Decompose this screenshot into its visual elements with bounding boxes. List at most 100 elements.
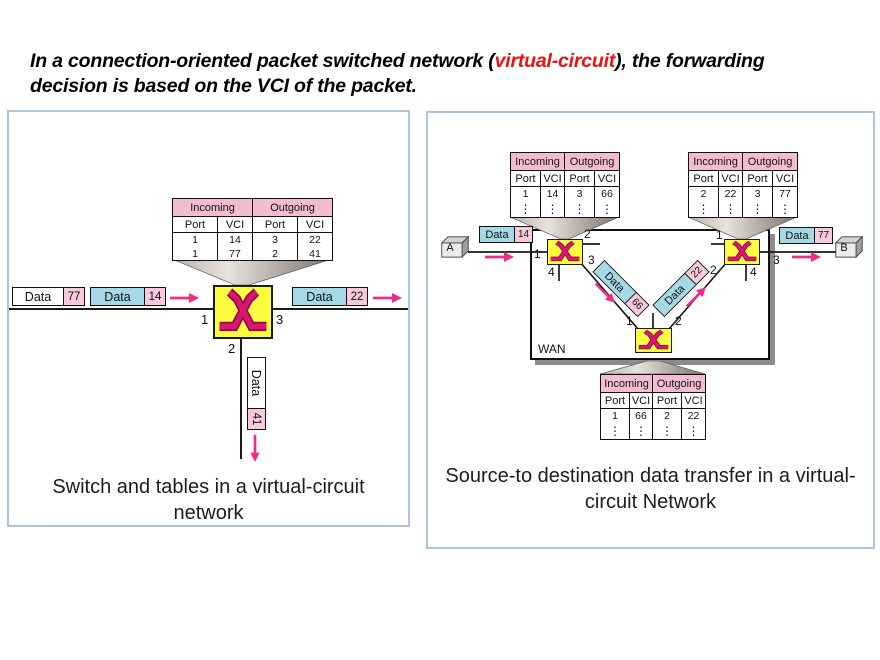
table-cell: 22 bbox=[717, 186, 744, 201]
switch3-table: Incoming Outgoing Port VCI Port VCI 1 66… bbox=[599, 374, 707, 440]
incoming-header: Incoming bbox=[509, 152, 566, 171]
switch-3 bbox=[635, 328, 672, 353]
title-line-2: decision is based on the VCI of the pack… bbox=[30, 75, 417, 97]
table-cell: Port bbox=[742, 170, 774, 187]
flow-arrow-icon bbox=[169, 292, 199, 304]
vertical-dots: ⋮ bbox=[688, 201, 719, 218]
vertical-dots: ⋮ bbox=[539, 201, 566, 218]
title-text: In a connection-oriented packet switched… bbox=[30, 50, 495, 72]
table-cell: Port bbox=[564, 170, 596, 187]
incoming-header: Incoming bbox=[687, 152, 744, 171]
table-cell: 22 bbox=[681, 408, 707, 423]
switch-table: Incoming Outgoing Port VCI Port VCI 1 14… bbox=[171, 198, 334, 261]
vertical-dots: ⋮ bbox=[510, 201, 541, 218]
vertical-dots: ⋮ bbox=[681, 423, 707, 440]
right-caption: Source-to destination data transfer in a… bbox=[428, 463, 873, 515]
table-row: 2 22 3 77 bbox=[688, 186, 799, 201]
switch2-port-2: 2 bbox=[710, 263, 717, 277]
packet-switch bbox=[213, 285, 273, 339]
outgoing-header: Outgoing bbox=[742, 152, 799, 171]
table-cell: Port bbox=[652, 392, 683, 409]
packet-data-77: Data 77 bbox=[12, 287, 85, 306]
switch2-port-1: 1 bbox=[716, 228, 723, 242]
incoming-header: Incoming bbox=[599, 374, 654, 393]
packet-vci: 22 bbox=[347, 288, 367, 305]
caption-line: network bbox=[173, 502, 244, 524]
packet-label: Data bbox=[293, 288, 347, 305]
table-cell: VCI bbox=[628, 392, 654, 409]
vertical-dots: ⋮ bbox=[594, 201, 621, 218]
table-cell: 2 bbox=[252, 247, 299, 261]
table-cell: 3 bbox=[252, 232, 299, 247]
table-cell: 3 bbox=[742, 186, 774, 201]
table-funnel bbox=[172, 259, 332, 286]
outgoing-header: Outgoing bbox=[652, 374, 707, 393]
title-highlight: virtual-circuit bbox=[494, 50, 616, 72]
horizontal-link-line bbox=[9, 308, 408, 310]
outgoing-header: Outgoing bbox=[564, 152, 621, 171]
switch1-port-2: 2 bbox=[584, 227, 591, 241]
table-header-row: Incoming Outgoing bbox=[171, 198, 334, 217]
table-header-row: Incoming Outgoing bbox=[509, 152, 621, 171]
port-label-2: 2 bbox=[228, 341, 236, 356]
switch1-table: Incoming Outgoing Port VCI Port VCI 1 14… bbox=[509, 152, 621, 218]
packet-vci: 14 bbox=[515, 227, 532, 242]
table-cell: 1 bbox=[600, 408, 630, 423]
table-cell: 66 bbox=[628, 408, 654, 423]
table-cell: VCI bbox=[717, 170, 744, 187]
table-ellipsis-row: ⋮ ⋮ ⋮ ⋮ bbox=[688, 201, 799, 218]
table-cell: VCI bbox=[297, 216, 334, 233]
table-subheader-row: Port VCI Port VCI bbox=[510, 170, 621, 187]
title-line-1: In a connection-oriented packet switched… bbox=[30, 49, 878, 74]
switch-icon bbox=[215, 287, 271, 337]
table-row: 1 77 2 41 bbox=[172, 247, 334, 261]
table-cell: 1 bbox=[172, 232, 218, 247]
packet-label: Data bbox=[480, 227, 515, 242]
title-text-post: ), the forwarding bbox=[615, 50, 765, 72]
vertical-dots: ⋮ bbox=[742, 201, 774, 218]
packet-vci: 77 bbox=[815, 228, 832, 243]
port-label-3: 3 bbox=[276, 312, 284, 327]
vertical-dots: ⋮ bbox=[652, 423, 683, 440]
switch3-port-2: 2 bbox=[675, 314, 682, 328]
table-header-row: Incoming Outgoing bbox=[687, 152, 799, 171]
table-cell: 14 bbox=[539, 186, 566, 201]
packet-vci: 14 bbox=[145, 288, 165, 305]
wan-box bbox=[530, 229, 770, 360]
switch2-table: Incoming Outgoing Port VCI Port VCI 2 22… bbox=[687, 152, 799, 218]
caption-line: circuit Network bbox=[584, 491, 717, 513]
packet-data-22: Data 22 bbox=[292, 287, 368, 306]
table-row: 1 14 3 66 bbox=[510, 186, 621, 201]
table-cell: 1 bbox=[510, 186, 541, 201]
packet-label: Data bbox=[780, 228, 815, 243]
table-funnel bbox=[600, 361, 705, 375]
table-cell: VCI bbox=[594, 170, 621, 187]
vertical-link-line bbox=[240, 339, 242, 459]
table-header-row: Incoming Outgoing bbox=[599, 374, 707, 393]
table-subheader-row: Port VCI Port VCI bbox=[600, 392, 707, 409]
right-diagram-panel: WAN bbox=[426, 111, 875, 549]
packet-label: Data bbox=[13, 288, 64, 305]
port-label-1: 1 bbox=[201, 312, 209, 327]
switch-icon bbox=[636, 329, 671, 352]
table-cell: 66 bbox=[594, 186, 621, 201]
caption-line: Source-to destination data transfer in a… bbox=[445, 465, 856, 487]
table-row: 1 66 2 22 bbox=[600, 408, 707, 423]
table-cell: VCI bbox=[772, 170, 799, 187]
flow-arrow-icon bbox=[791, 251, 821, 263]
switch-1 bbox=[547, 239, 583, 265]
flow-arrow-icon bbox=[372, 292, 402, 304]
table-cell: VCI bbox=[216, 216, 254, 233]
table-ellipsis-row: ⋮ ⋮ ⋮ ⋮ bbox=[600, 423, 707, 440]
table-cell: VCI bbox=[539, 170, 566, 187]
table-cell: Port bbox=[510, 170, 541, 187]
vertical-dots: ⋮ bbox=[772, 201, 799, 218]
table-subheader-row: Port VCI Port VCI bbox=[688, 170, 799, 187]
table-cell: 41 bbox=[297, 247, 334, 261]
host-a-label: A bbox=[446, 242, 454, 254]
vertical-dots: ⋮ bbox=[564, 201, 596, 218]
incoming-header: Incoming bbox=[171, 198, 254, 217]
table-cell: 2 bbox=[652, 408, 683, 423]
table-cell: 77 bbox=[216, 247, 254, 261]
